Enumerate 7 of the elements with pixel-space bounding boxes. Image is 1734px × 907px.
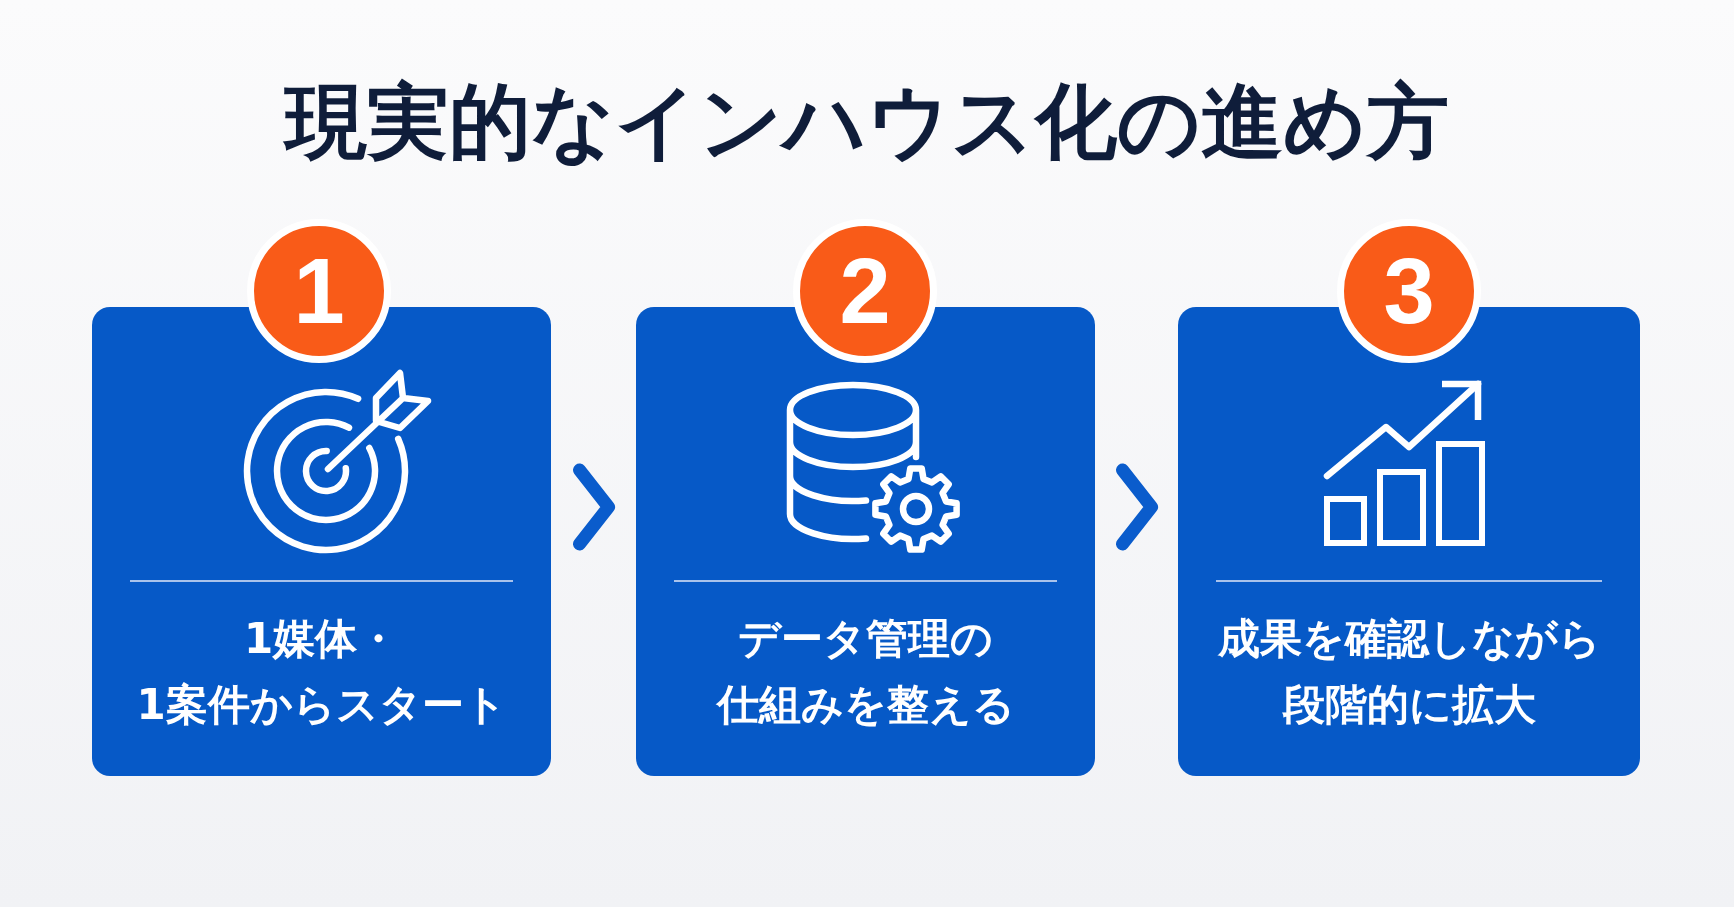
step-text: 1媒体・1案件からスタート	[135, 613, 508, 731]
step-text: データ管理の仕組みを整える	[715, 613, 1016, 731]
number-circle: 3	[1337, 219, 1481, 363]
step-text: 成果を確認しながら段階的に拡大	[1216, 613, 1602, 731]
number-circle: 2	[793, 219, 937, 363]
number-circle: 1	[247, 219, 391, 363]
title: 現実的なインハウス化の進め方	[282, 73, 1450, 171]
